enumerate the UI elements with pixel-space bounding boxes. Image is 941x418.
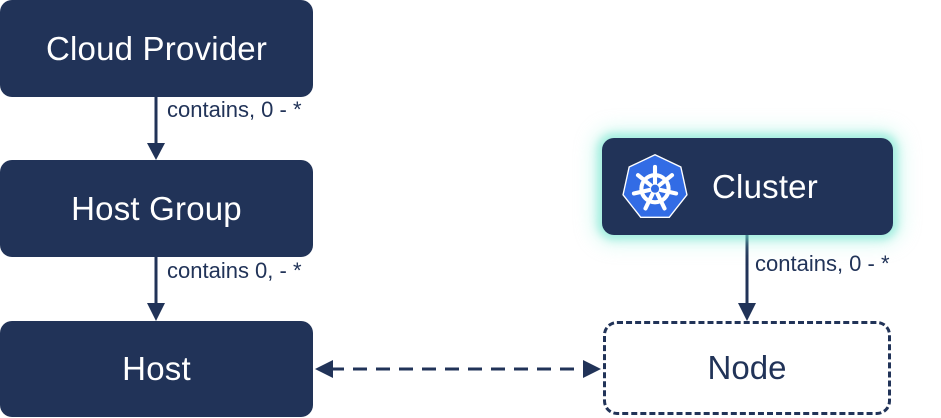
host-label: Host [122, 350, 191, 387]
arrowhead-host-side [315, 360, 333, 378]
node-label: Node [707, 349, 787, 386]
node-node: Node [603, 321, 891, 415]
host-group-label: Host Group [71, 189, 242, 227]
host-node: Host [0, 321, 313, 417]
cluster-label: Cluster [712, 167, 818, 205]
edge-label-host-group-host: contains 0, - * [167, 258, 302, 283]
edge-label-cloud-provider-host-group: contains, 0 - * [167, 97, 302, 122]
host-group-node: Host Group [0, 160, 313, 257]
kubernetes-icon [622, 153, 688, 218]
arrowhead-host-group [147, 143, 165, 160]
cloud-provider-label: Cloud Provider [45, 29, 268, 67]
arrowhead-node [738, 303, 756, 321]
arrowhead-node-side [583, 360, 601, 378]
arrowhead-host [147, 303, 165, 321]
cluster-node: Cluster [602, 138, 893, 235]
edge-label-cluster-node: contains, 0 - * [755, 251, 890, 276]
cloud-provider-node: Cloud Provider [0, 0, 313, 97]
